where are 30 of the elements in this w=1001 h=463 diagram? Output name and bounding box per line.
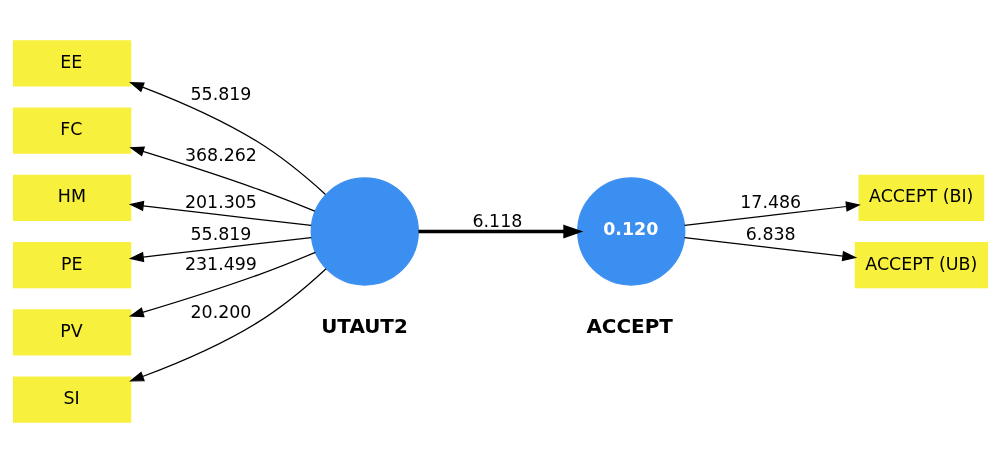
node-box: PE (13, 242, 132, 289)
arrow (683, 201, 861, 227)
arrow (128, 236, 312, 263)
node-box: FC (13, 107, 132, 154)
arrow (129, 146, 316, 212)
arrow (683, 236, 858, 262)
edge-label: 55.819 (190, 83, 252, 104)
node-box: EE (13, 40, 132, 87)
node-box: SI (13, 376, 132, 423)
node-box: ACCEPT (UB) (854, 242, 988, 289)
arrow (128, 200, 312, 227)
node-circle: 0.120 (577, 177, 686, 286)
arrow (418, 224, 584, 239)
edge-label: 231.499 (184, 254, 257, 275)
arrow (128, 251, 317, 318)
edge-label: 6.838 (745, 224, 796, 245)
node-label: ACCEPT (586, 315, 673, 339)
edge-label: 6.118 (472, 210, 523, 231)
node-box: ACCEPT (BI) (858, 174, 985, 221)
node-circle (310, 177, 419, 286)
arrow (129, 82, 327, 196)
arrow (129, 268, 327, 382)
node-label: UTAUT2 (321, 315, 408, 339)
node-box: PV (13, 309, 132, 356)
edge-label: 55.819 (190, 224, 252, 245)
edge-label: 368.262 (184, 144, 257, 165)
edge-label: 20.200 (190, 301, 252, 322)
edge-label: 201.305 (184, 192, 257, 213)
edge-label: 17.486 (740, 192, 802, 213)
node-box: HM (13, 174, 132, 221)
